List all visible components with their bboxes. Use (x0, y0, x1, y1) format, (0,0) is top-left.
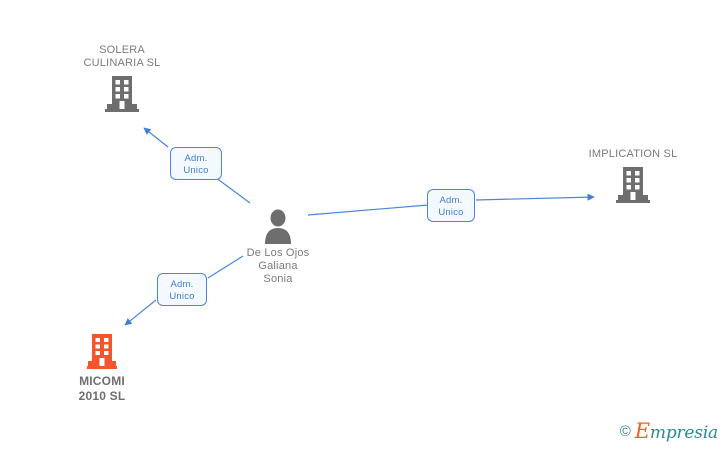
node-label-person: De Los Ojos Galiana Sonia (246, 247, 310, 285)
relation-box-person-solera[interactable]: Adm. Unico (170, 147, 222, 180)
copyright-icon: © (619, 423, 631, 440)
building-icon (563, 165, 703, 205)
node-person-de-los-ojos-galiana-sonia[interactable]: De Los Ojos Galiana Sonia (208, 208, 348, 286)
person-icon (208, 208, 348, 244)
relation-box-person-micomi[interactable]: Adm. Unico (157, 273, 207, 306)
node-micomi-2010-sl[interactable]: MICOMI 2010 SL (32, 333, 172, 404)
node-implication-sl[interactable]: IMPLICATION SL (563, 148, 703, 205)
brand-initial: E (634, 419, 650, 443)
node-label-micomi: MICOMI 2010 SL (78, 374, 126, 403)
building-icon (52, 74, 192, 114)
empresia-watermark: © Empresia (620, 421, 718, 442)
brand-wordmark: Empresia (635, 421, 718, 442)
relation-box-person-implication[interactable]: Adm. Unico (427, 189, 475, 222)
building-icon (32, 333, 172, 371)
node-label-solera: SOLERA CULINARIA SL (83, 44, 161, 69)
node-solera-culinaria-sl[interactable]: SOLERA CULINARIA SL (52, 44, 192, 114)
brand-rest: mpresia (649, 423, 718, 443)
node-label-implication: IMPLICATION SL (588, 148, 678, 160)
